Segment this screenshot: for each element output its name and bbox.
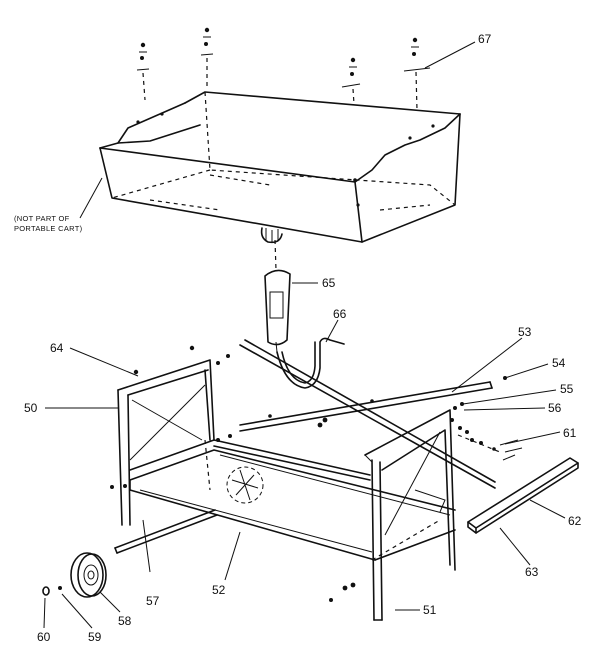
front-wheel bbox=[70, 552, 107, 598]
handle-bar bbox=[467, 457, 579, 534]
callout-labels: 67 65 66 64 50 53 54 55 56 61 62 63 51 5… bbox=[24, 32, 582, 644]
callout-64: 64 bbox=[50, 341, 64, 355]
callout-59: 59 bbox=[88, 630, 102, 644]
callout-67: 67 bbox=[478, 32, 492, 46]
callout-52: 52 bbox=[212, 583, 226, 597]
axle-nut-cap bbox=[42, 586, 62, 596]
callout-54: 54 bbox=[552, 356, 566, 370]
hardware-stack-3 bbox=[341, 57, 361, 105]
note-line-2: PORTABLE CART) bbox=[14, 224, 83, 233]
hardware-stack-2 bbox=[200, 27, 214, 90]
callout-63: 63 bbox=[525, 565, 539, 579]
loose-hardware bbox=[110, 345, 507, 602]
not-part-of-cart-note: (NOT PART OF PORTABLE CART) bbox=[14, 177, 103, 233]
callout-50: 50 bbox=[24, 401, 38, 415]
top-hardware bbox=[136, 27, 431, 111]
hardware-stack-1 bbox=[136, 42, 150, 101]
right-end-frame bbox=[364, 409, 456, 621]
callout-62: 62 bbox=[568, 514, 582, 528]
callout-56: 56 bbox=[548, 401, 562, 415]
hose bbox=[274, 239, 345, 389]
note-line-1: (NOT PART OF bbox=[14, 214, 70, 223]
callout-61: 61 bbox=[563, 426, 577, 440]
callout-57: 57 bbox=[146, 594, 160, 608]
callout-60: 60 bbox=[37, 630, 51, 644]
left-end-frame bbox=[117, 359, 215, 526]
callout-58: 58 bbox=[118, 614, 132, 628]
wheel-axle bbox=[114, 509, 218, 554]
upper-crossbars bbox=[213, 339, 496, 489]
callout-65: 65 bbox=[322, 276, 336, 290]
leader-lines bbox=[43, 41, 566, 629]
lp-tank bbox=[264, 269, 291, 353]
grill-box bbox=[99, 91, 461, 244]
bottom-shelf bbox=[129, 449, 456, 561]
callout-66: 66 bbox=[333, 307, 347, 321]
rear-wheel-hidden bbox=[226, 466, 264, 504]
callout-55: 55 bbox=[560, 382, 574, 396]
hardware-stack-4 bbox=[403, 37, 431, 111]
handle-hardware bbox=[457, 430, 523, 461]
callout-51: 51 bbox=[423, 603, 437, 617]
callout-53: 53 bbox=[518, 325, 532, 339]
